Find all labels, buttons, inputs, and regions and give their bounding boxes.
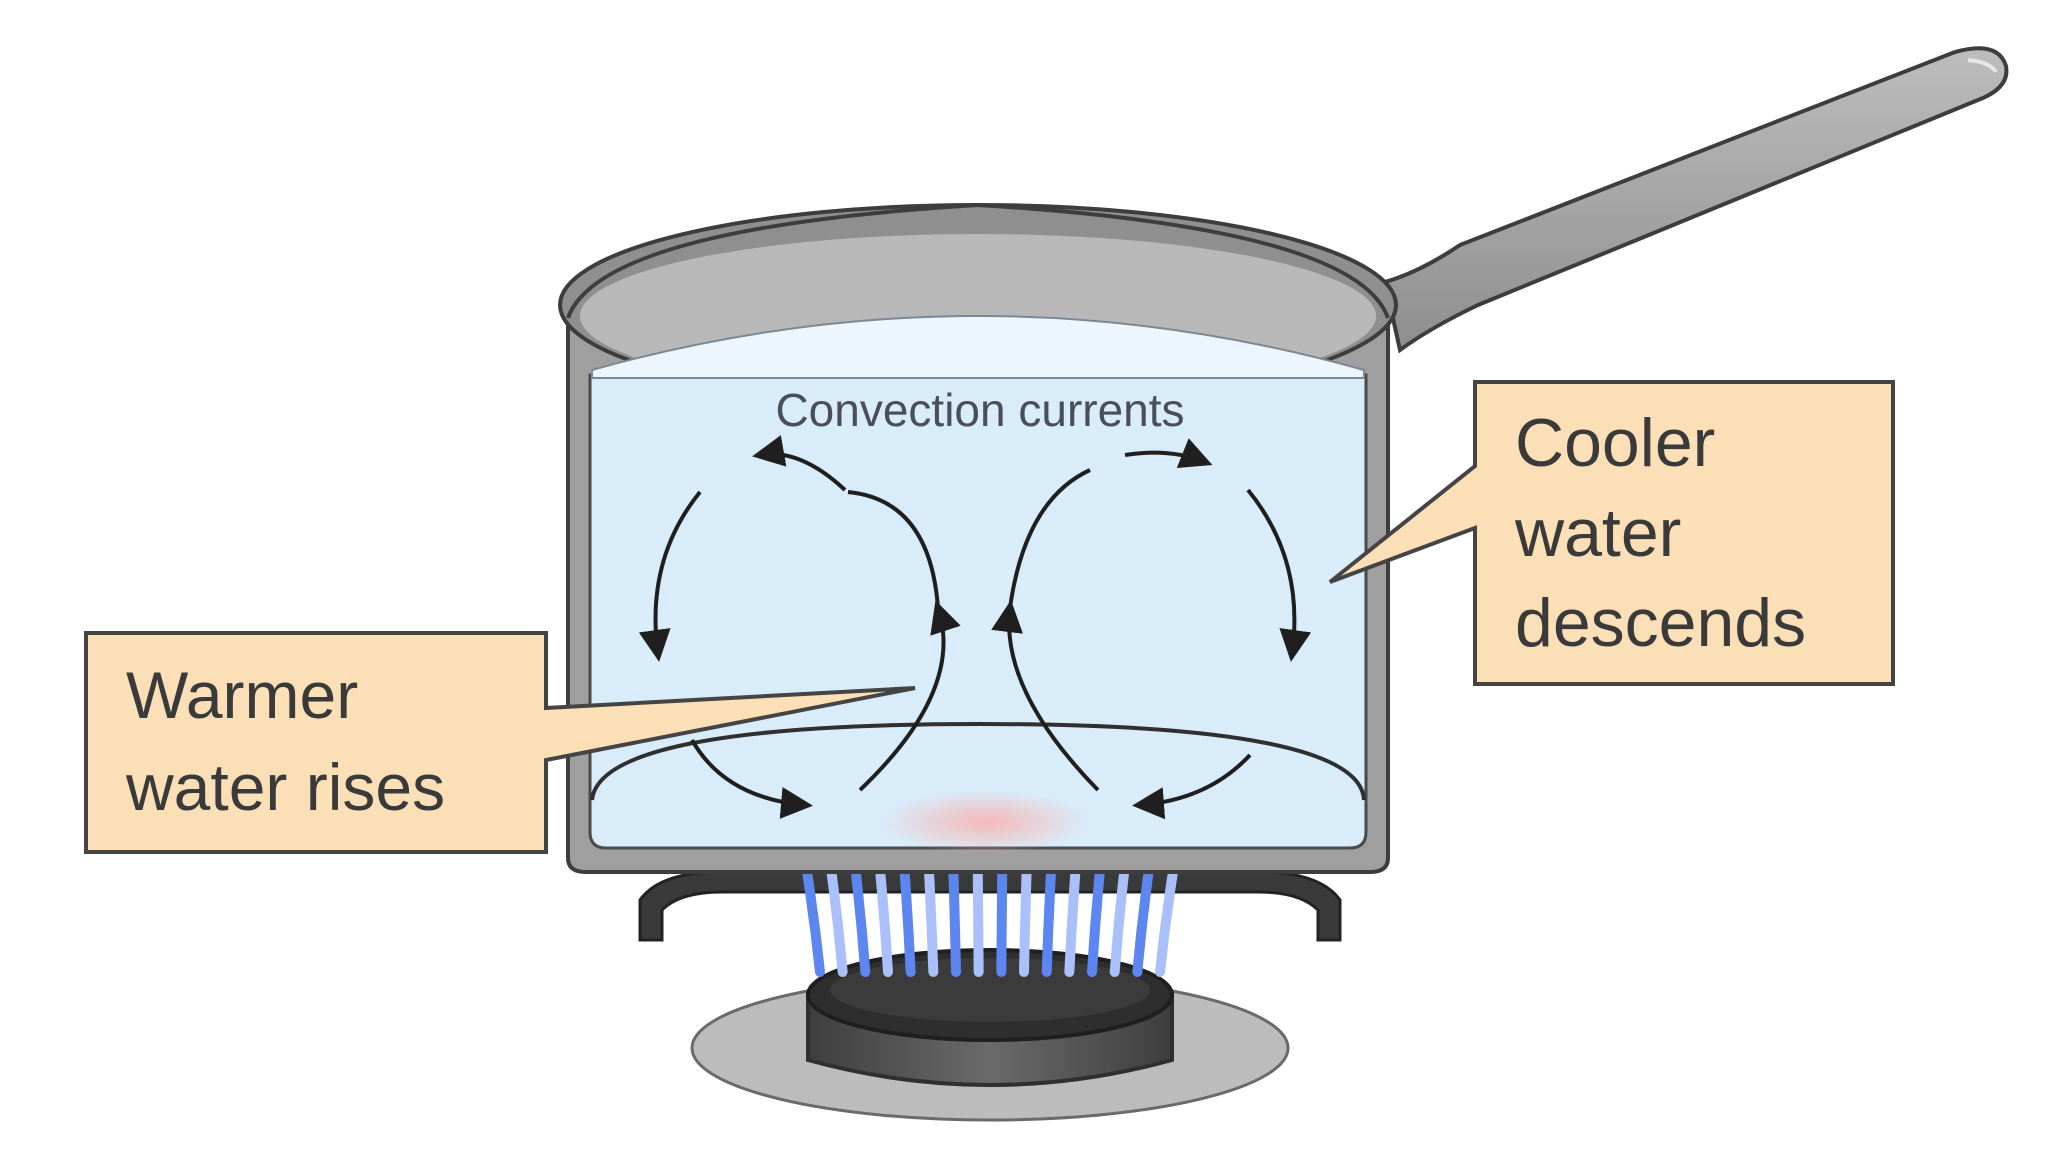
- flame-stroke: [874, 863, 893, 977]
- flame-stroke: [899, 863, 916, 977]
- callout-cool-line2: water: [1514, 495, 1681, 571]
- right-bottom-arrow: [1132, 753, 1252, 820]
- convection-arrows: [638, 435, 1312, 820]
- right-top-arrow: [1124, 438, 1213, 468]
- left-bottom-arrow: [690, 739, 813, 819]
- burner-flames: [801, 863, 1179, 977]
- flame-stroke: [1109, 863, 1130, 977]
- flame-stroke: [1064, 863, 1081, 977]
- pot-handle: [1382, 46, 2009, 354]
- callout-warm: Warmer water rises: [84, 631, 916, 854]
- convection-label: Convection currents: [775, 384, 1184, 436]
- callout-warm-line2: water rises: [125, 750, 445, 824]
- callout-cool-line1: Cooler: [1515, 405, 1715, 481]
- flame-stroke: [850, 863, 871, 977]
- flame-stroke: [972, 863, 984, 977]
- callout-cool-line3: descends: [1515, 585, 1806, 661]
- right-right-arrow: [1246, 488, 1312, 662]
- left-top-arrow: [752, 435, 847, 492]
- flame-stroke: [1155, 863, 1179, 977]
- flame-stroke: [825, 863, 848, 977]
- flame-stroke: [1087, 863, 1106, 977]
- burner: [806, 948, 1174, 1087]
- flame-stroke: [1019, 863, 1032, 977]
- stove-grate: [638, 870, 1342, 942]
- water: [588, 373, 1368, 850]
- callout-cool: Cooler water descends: [1328, 380, 1895, 686]
- left-left-arrow: [638, 490, 702, 662]
- heat-glow: [880, 790, 1090, 854]
- right-left-arrow: [991, 600, 1100, 792]
- flame-stroke: [948, 863, 961, 977]
- flame-stroke: [923, 863, 939, 977]
- flame-stroke: [996, 863, 1008, 977]
- left-right-arrow: [858, 600, 961, 792]
- pot: [558, 202, 1398, 874]
- flame-stroke: [801, 863, 825, 977]
- flame-stroke: [1041, 863, 1057, 977]
- flame-stroke: [1132, 863, 1155, 977]
- callout-warm-line1: Warmer: [126, 658, 358, 732]
